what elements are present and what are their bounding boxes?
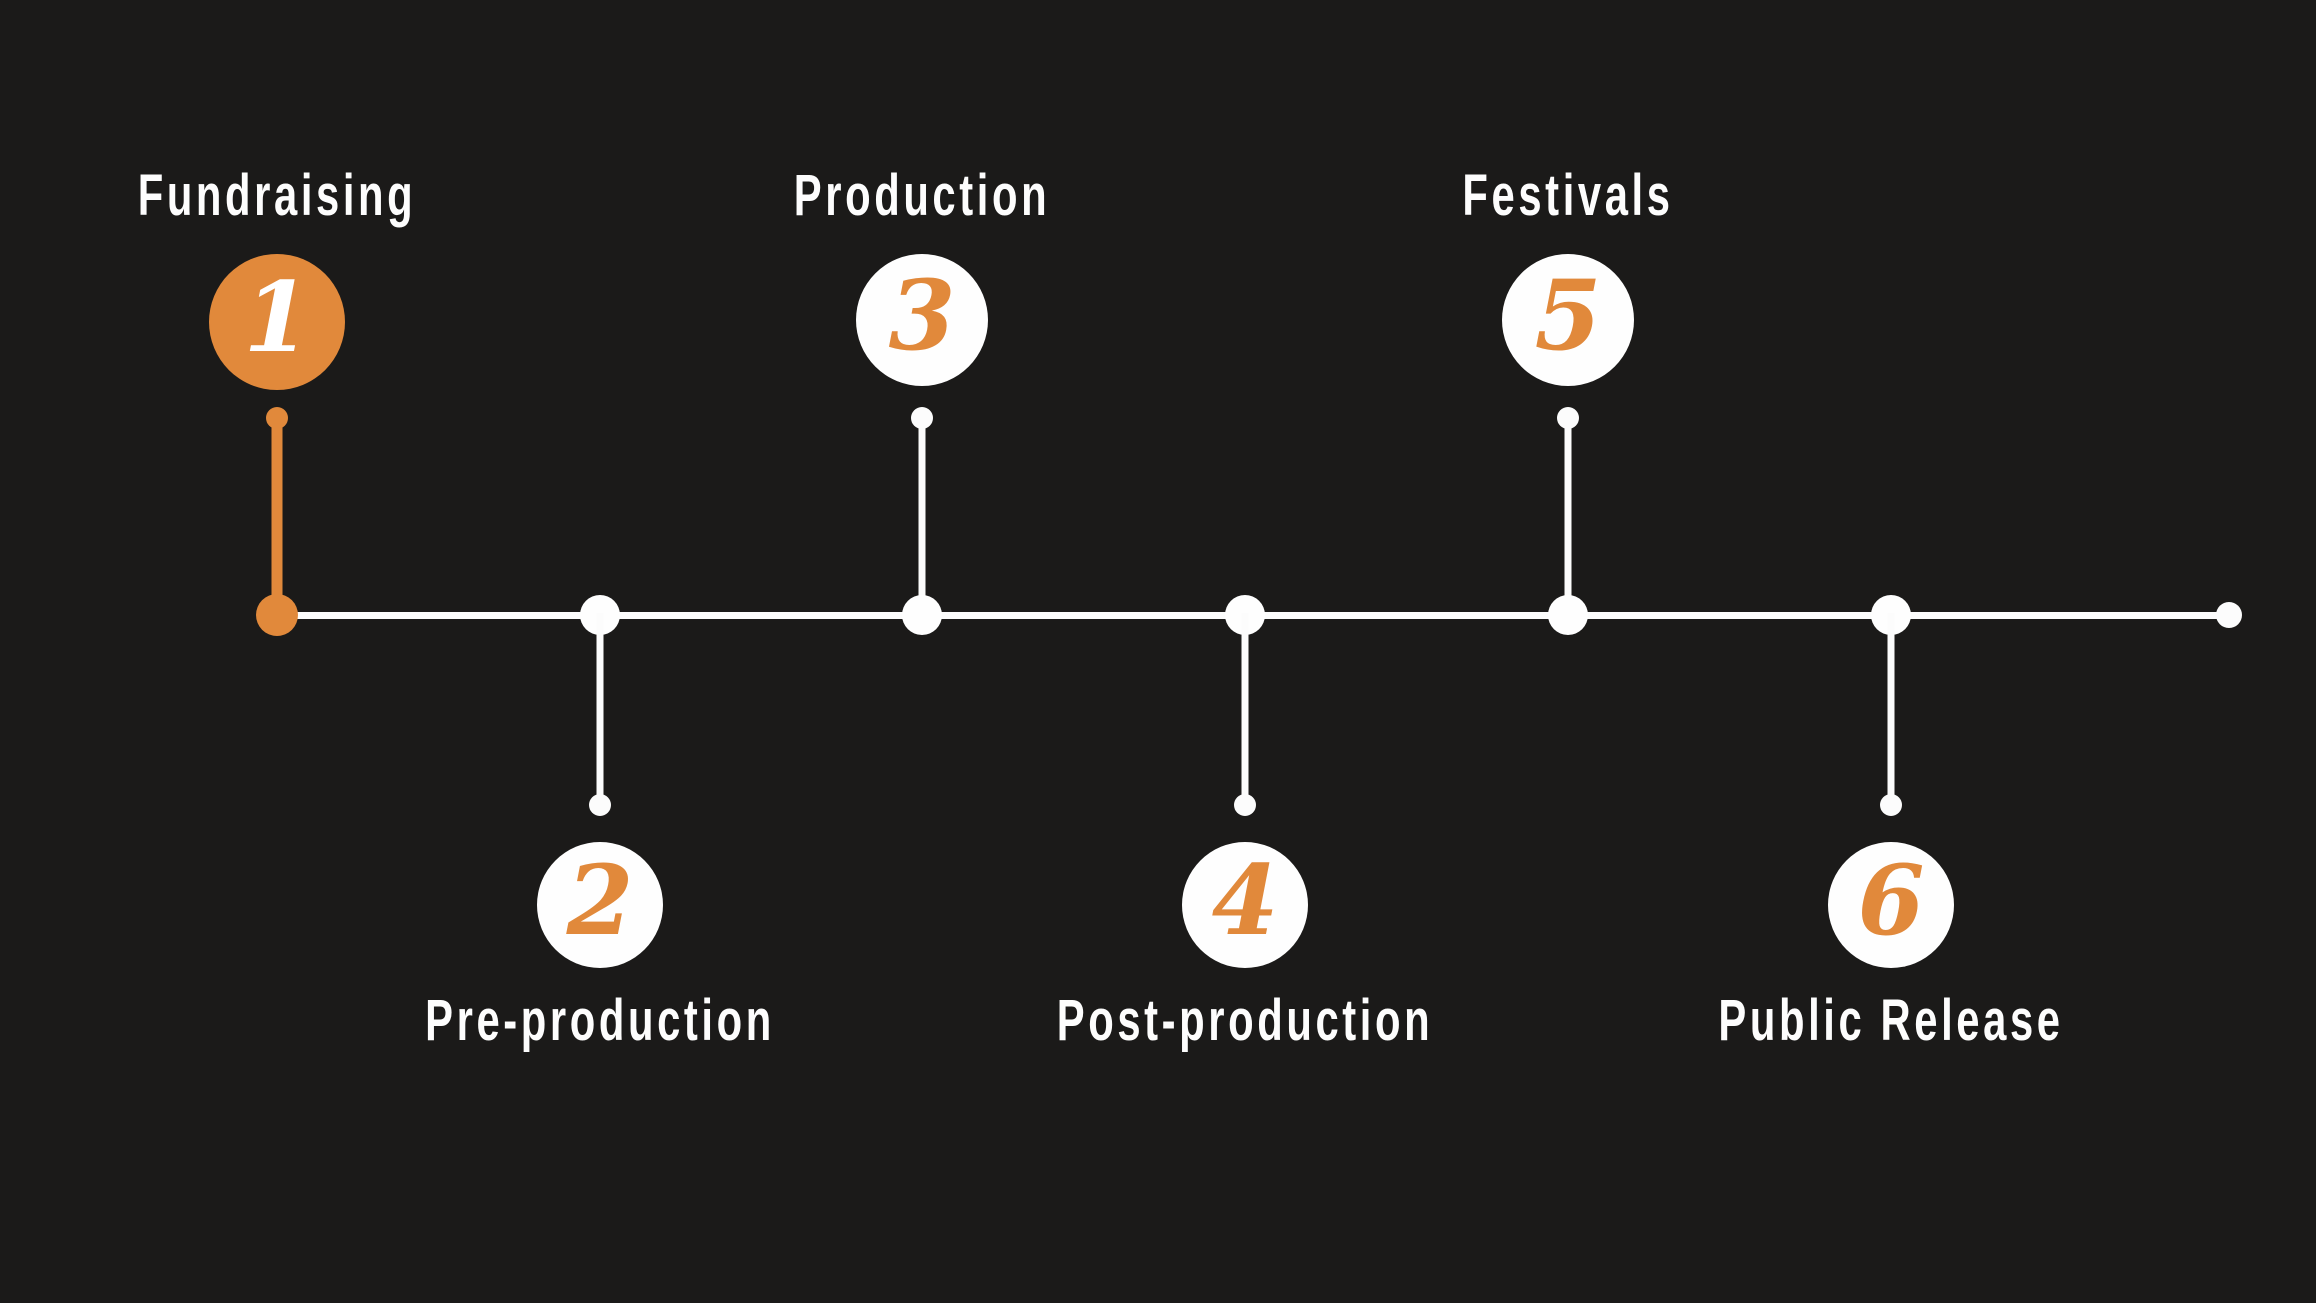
step-label-text: Pre-production <box>425 988 775 1053</box>
step-label: Fundraising <box>84 167 471 225</box>
step-label-text: Production <box>793 163 1051 228</box>
step-label: Public Release <box>1651 992 2130 1050</box>
step-label: Production <box>744 167 1100 225</box>
step-number-badge: 4 <box>1182 842 1308 968</box>
step-number: 2 <box>566 844 634 957</box>
step-label-text: Fundraising <box>137 163 417 228</box>
step-label: Post-production <box>984 992 1507 1050</box>
junction-dot <box>1548 595 1588 635</box>
connector-line <box>271 417 283 615</box>
timeline-end-dot <box>2216 602 2242 628</box>
connector-dot <box>1234 794 1256 816</box>
junction-dot <box>902 595 942 635</box>
step-label-text: Public Release <box>1718 988 2064 1053</box>
step-number: 1 <box>243 261 311 374</box>
connector-line <box>1887 613 1895 805</box>
connector-line <box>1564 417 1572 615</box>
step-label: Festivals <box>1421 167 1714 225</box>
connector-line <box>1241 613 1249 805</box>
step-number: 4 <box>1211 844 1279 957</box>
step-number-badge: 6 <box>1828 842 1954 968</box>
step-number-badge: 3 <box>856 254 988 386</box>
connector-line <box>918 417 926 615</box>
step-number: 6 <box>1857 844 1925 957</box>
step-number-badge: 2 <box>537 842 663 968</box>
connector-line <box>596 613 604 805</box>
connector-dot <box>1880 794 1902 816</box>
step-label-text: Festivals <box>1462 163 1674 228</box>
step-label-text: Post-production <box>1056 988 1434 1053</box>
step-number-badge: 5 <box>1502 254 1634 386</box>
connector-dot <box>589 794 611 816</box>
step-number: 5 <box>1534 259 1602 372</box>
step-label: Pre-production <box>357 992 843 1050</box>
step-number: 3 <box>888 259 956 372</box>
step-number-badge: 1 <box>209 254 345 390</box>
